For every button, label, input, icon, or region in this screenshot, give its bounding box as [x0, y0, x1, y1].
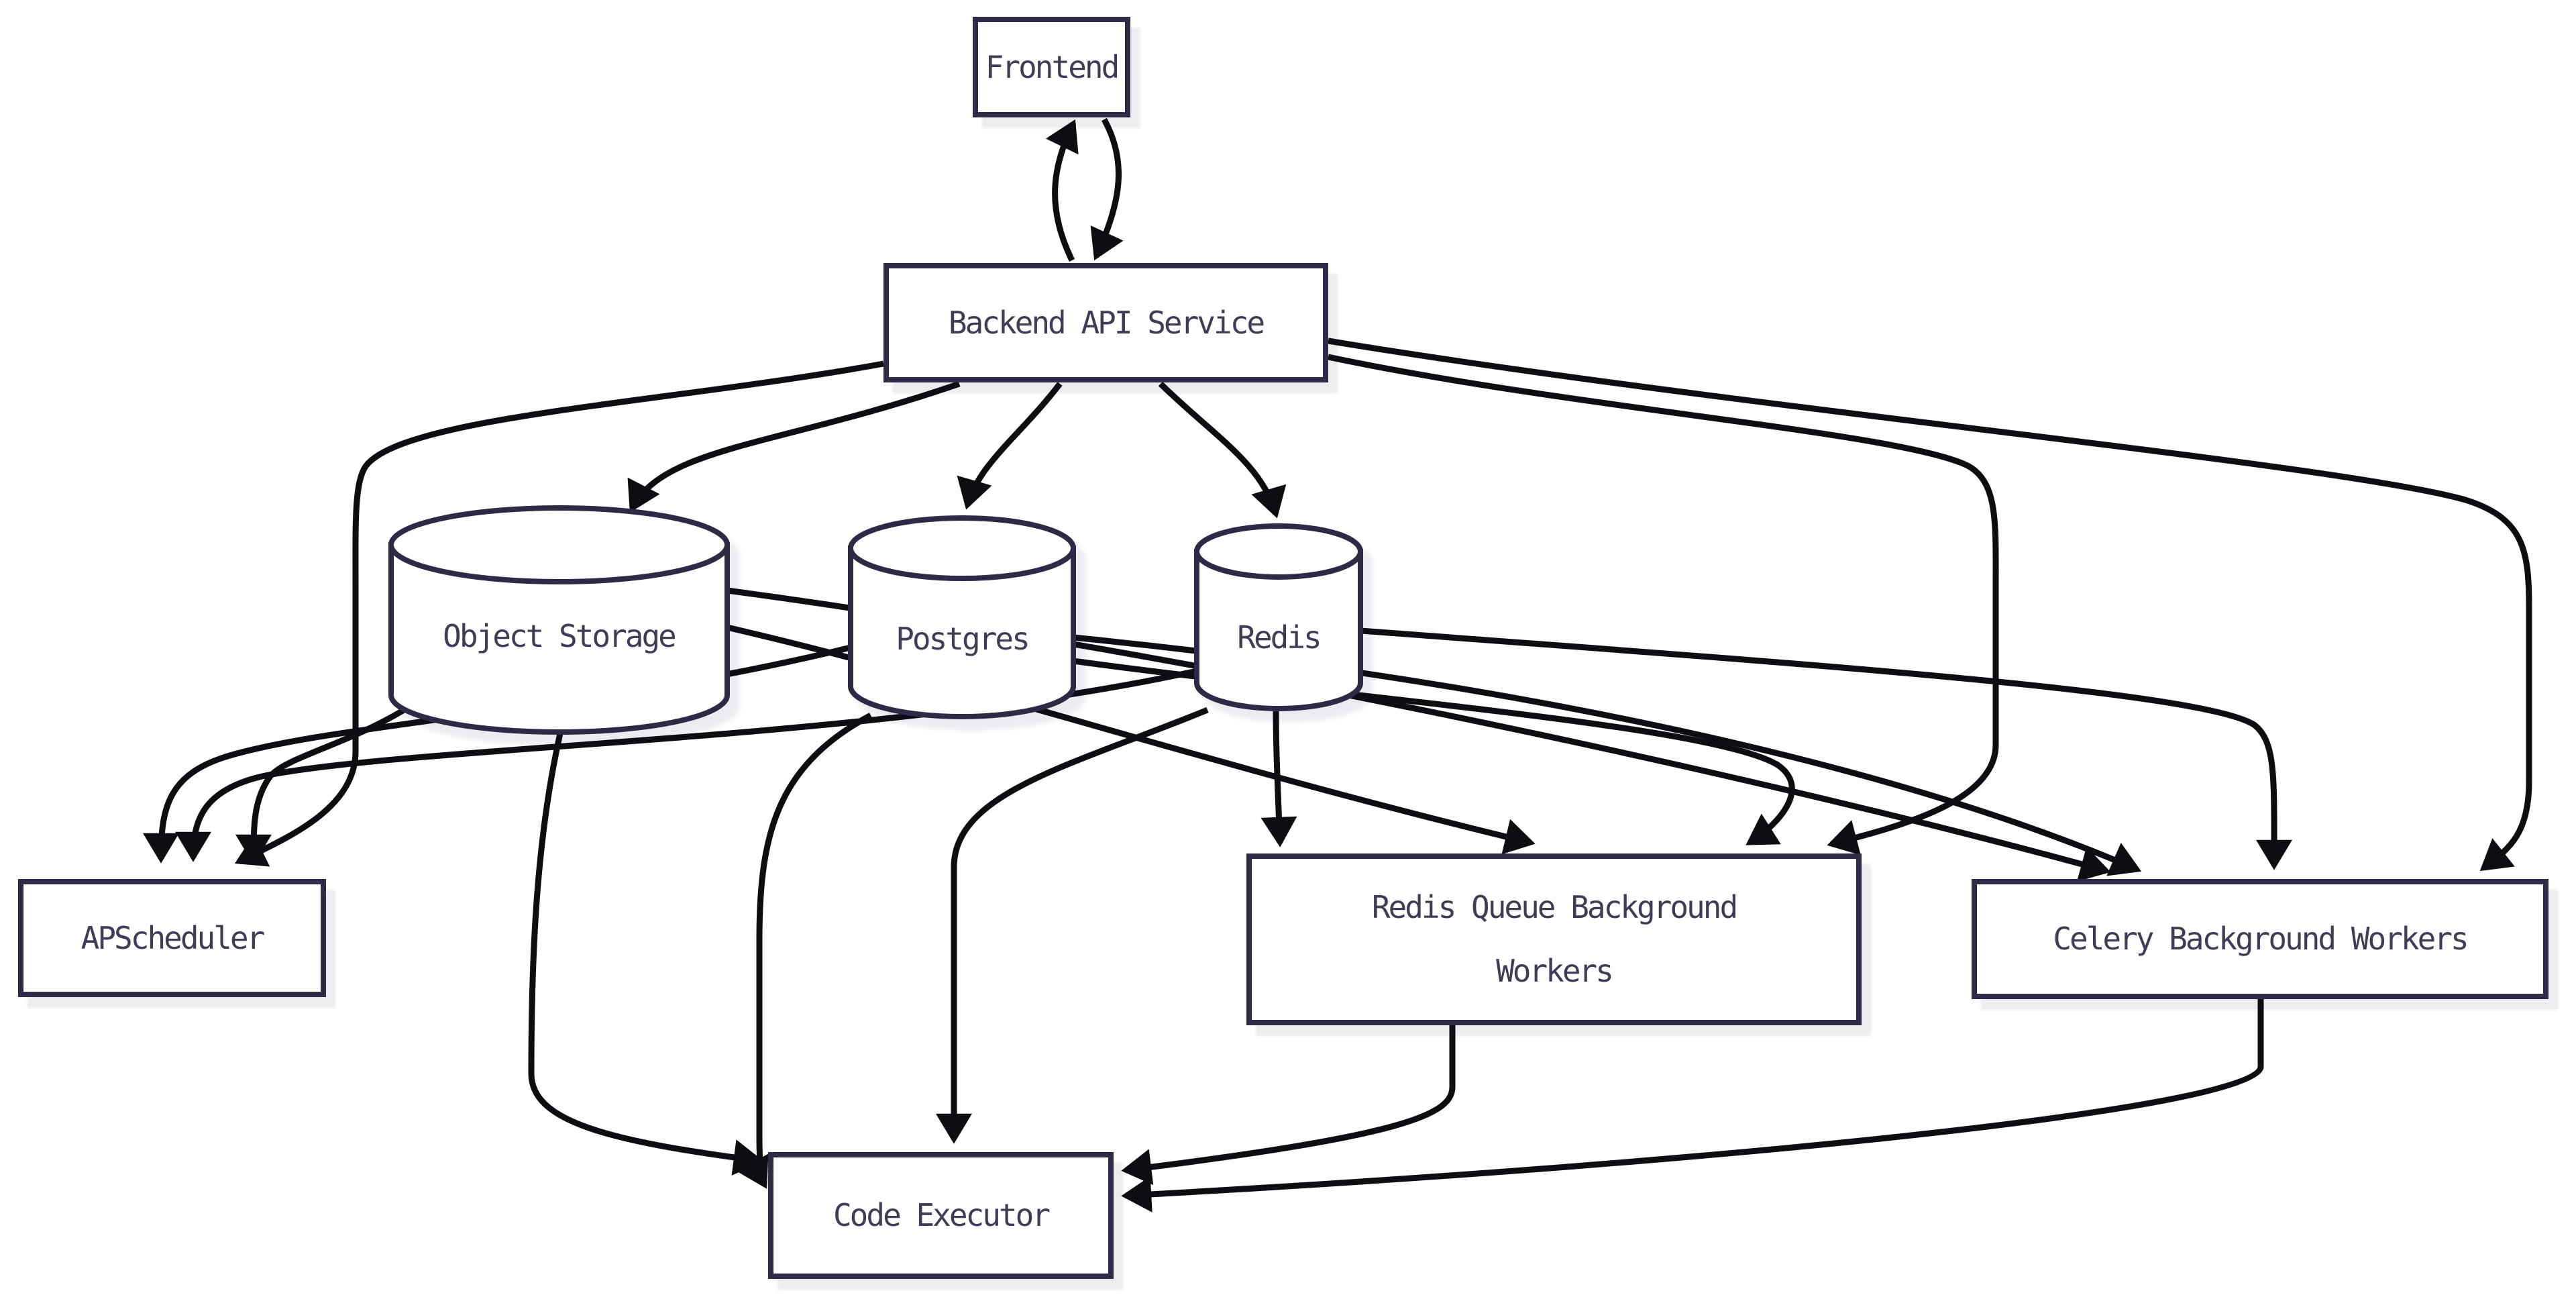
edge-backend-rq-workers: [1328, 354, 1999, 856]
edge-frontend-backend: [1090, 117, 1124, 261]
edge-backend-postgres: [957, 382, 1063, 510]
node-apscheduler-label: APScheduler: [80, 919, 266, 956]
edge-backend-object-storage: [627, 380, 961, 513]
node-object-storage: [388, 505, 730, 735]
edge-redis-code-executor: [936, 707, 1209, 1144]
edge-object-storage-rq-workers: [726, 624, 1536, 855]
edge-celery-workers-code-executor: [1121, 999, 2264, 1212]
node-rq-workers-label: Redis Queue Background Workers: [1371, 889, 1738, 989]
node-frontend: Frontend: [973, 17, 1130, 117]
edge-backend-redis: [1158, 381, 1287, 519]
node-postgres-label: Postgres: [896, 621, 1030, 657]
node-code-executor: Code Executor: [768, 1152, 1114, 1279]
node-code-executor-label: Code Executor: [833, 1197, 1051, 1233]
edge-object-storage-code-executor: [528, 733, 764, 1176]
node-frontend-label: Frontend: [985, 48, 1120, 85]
edge-redis-celery-workers: [1360, 627, 2293, 870]
edge-postgres-code-executor: [736, 713, 873, 1189]
edge-redis-rq-workers: [1260, 711, 1297, 847]
edge-backend-apscheduler: [234, 360, 884, 867]
node-apscheduler: APScheduler: [18, 879, 326, 997]
node-redis: [1194, 523, 1363, 711]
edge-backend-celery-workers: [1328, 338, 2532, 872]
node-celery-workers-label: Celery Background Workers: [2053, 921, 2469, 957]
edge-backend-frontend: [1046, 119, 1079, 262]
node-redis-label: Redis: [1237, 619, 1322, 656]
node-backend: Backend API Service: [883, 263, 1328, 382]
node-postgres: [848, 515, 1076, 719]
node-object-storage-label: Object Storage: [443, 618, 677, 654]
database-cylinder-icon: [848, 546, 1076, 719]
edge-rq-workers-code-executor: [1121, 1025, 1456, 1186]
database-cylinder-icon: [1194, 549, 1363, 711]
node-celery-workers: Celery Background Workers: [1972, 879, 2548, 999]
node-backend-label: Backend API Service: [948, 304, 1265, 341]
node-rq-workers: Redis Queue Background Workers: [1246, 853, 1862, 1025]
database-cylinder-icon: [388, 542, 730, 735]
